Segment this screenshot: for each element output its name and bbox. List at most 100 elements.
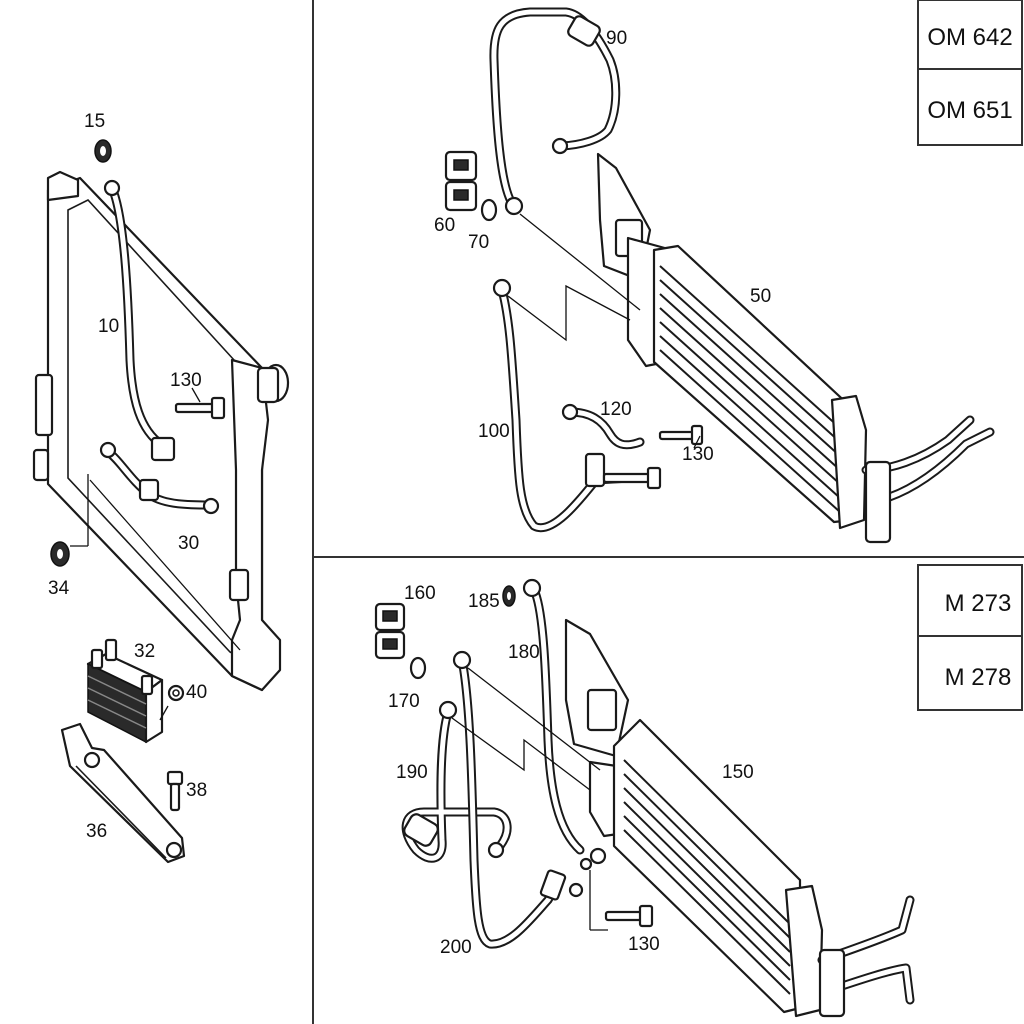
seal-185-hole [507,592,511,600]
radiator-lower-bracket [228,568,250,602]
left-leaders [70,387,241,721]
leader-130-left [191,387,201,403]
cooler-150-outlet-bracket [818,948,846,1018]
seal-170 [409,656,427,680]
cooler-150-fin-2 [623,773,791,939]
engine-label-m278: M 278 [945,664,1012,691]
left-callouts: 15 10 130 30 34 32 40 38 36 [48,111,207,842]
cooler-side-face [144,678,164,744]
left-cooler-lines [99,179,226,515]
callout-200: 200 [440,937,472,958]
seal-170-ring [409,656,427,680]
bolt-130-top-shank [658,430,698,441]
bolt-130-top-lower-shank [602,472,654,484]
oil-line-190-end [487,841,505,859]
bottom-right-callouts: 160 185 180 170 150 190 200 130 [388,583,754,958]
top-right-leaders [507,213,701,449]
nut-40-hole [172,689,180,697]
radiator-tank-left [34,373,54,437]
cooler-150-fin-6 [623,829,791,995]
line-fitting-mid [99,441,117,459]
engine-label-om651: OM 651 [927,97,1012,124]
cooler-150-fin-4 [623,801,791,967]
cooler-50-fin-4 [659,307,841,471]
engine-box-bottom: M 273 M 278 [917,564,1023,711]
callout-90: 90 [606,28,627,49]
oil-line-200-inner [459,657,563,947]
cooler-fin-3 [87,699,147,729]
leader-200-cooler [467,667,601,771]
cooler-port-2 [104,638,118,662]
seal-70 [480,198,498,222]
oil-line-90-sleeve [567,15,601,47]
cooler-50-fin-2 [659,279,841,443]
cooler-150-core [612,718,802,1014]
callout-32: 32 [134,641,155,662]
cooler-150-fin-5 [623,815,791,981]
callout-130-left: 130 [170,370,202,391]
oil-line-100-fitting [492,278,512,298]
radiator-upper-outlet [256,366,280,404]
cooler-50-outlet-bracket [864,460,892,544]
callout-185: 185 [468,591,500,612]
callout-160: 160 [404,583,436,604]
callout-34: 34 [48,578,70,599]
callout-120: 120 [600,399,632,420]
engine-box-top-frame [917,0,1023,146]
leader-break-190 [451,717,591,791]
oil-line-180-inner [531,587,583,853]
callout-10: 10 [98,316,119,337]
oil-line-120-fitting [561,403,579,421]
oil-line-180-fitting [522,578,542,598]
callout-170: 170 [388,691,420,712]
seal-185 [502,585,516,607]
seal-15 [94,139,112,163]
callout-150: 150 [722,762,754,783]
oil-line-190-sleeve [403,813,439,847]
oil-line-190-inner [403,709,510,861]
bolt-130-top [658,424,704,446]
bracket-36-hole-top [83,751,101,769]
callout-50: 50 [750,286,771,307]
oil-line-90-fitting-top [551,137,569,155]
panel-frame [312,0,1024,1024]
engine-box-top: OM 642 OM 651 [917,0,1023,146]
bolt-130-top-lower-head [646,466,662,490]
bolt-130-bottom [604,904,654,928]
cooler-fin-2 [87,687,147,717]
bolt-130-left-head [210,396,226,420]
line-fitting-top [103,179,121,197]
nut-40 [167,684,185,702]
cooler-150-mount-bracket [564,618,630,758]
callout-180: 180 [508,642,540,663]
radiator-assembly [32,170,290,692]
bolt-38-shank [169,782,181,812]
callout-36: 36 [86,821,107,842]
bolt-130-top-lower [602,466,662,490]
seal-34-hole [57,549,63,559]
callout-40: 40 [186,682,207,703]
leader-break-100 [507,284,631,342]
top-oil-cooler-50 [596,152,995,544]
clip-160 [374,602,406,660]
bolt-130-top-head [690,424,704,446]
cooler-150-fitting-2 [579,857,593,871]
cooler-50-fin-6 [659,335,841,499]
clip-60 [444,150,478,212]
transmission-oil-cooler [86,638,164,744]
bracket-36-hole-bottom [165,841,183,859]
engine-label-om642: OM 642 [927,24,1012,51]
cooler-50-fin-7 [659,349,841,513]
callout-60: 60 [434,215,455,236]
oil-line-190-fitting [438,700,458,720]
engine-box-bottom-frame [917,564,1023,711]
line-fitting-end [202,497,220,515]
seal-70-ring [480,198,498,222]
seal-15-hole [100,146,106,156]
leader-130-top [693,435,701,449]
oil-line-200-fitting [452,650,472,670]
bolt-38-head [166,770,184,786]
top-right-callouts: 90 60 70 50 120 100 130 [434,28,771,465]
bottom-oil-cooler-150 [564,618,915,1018]
